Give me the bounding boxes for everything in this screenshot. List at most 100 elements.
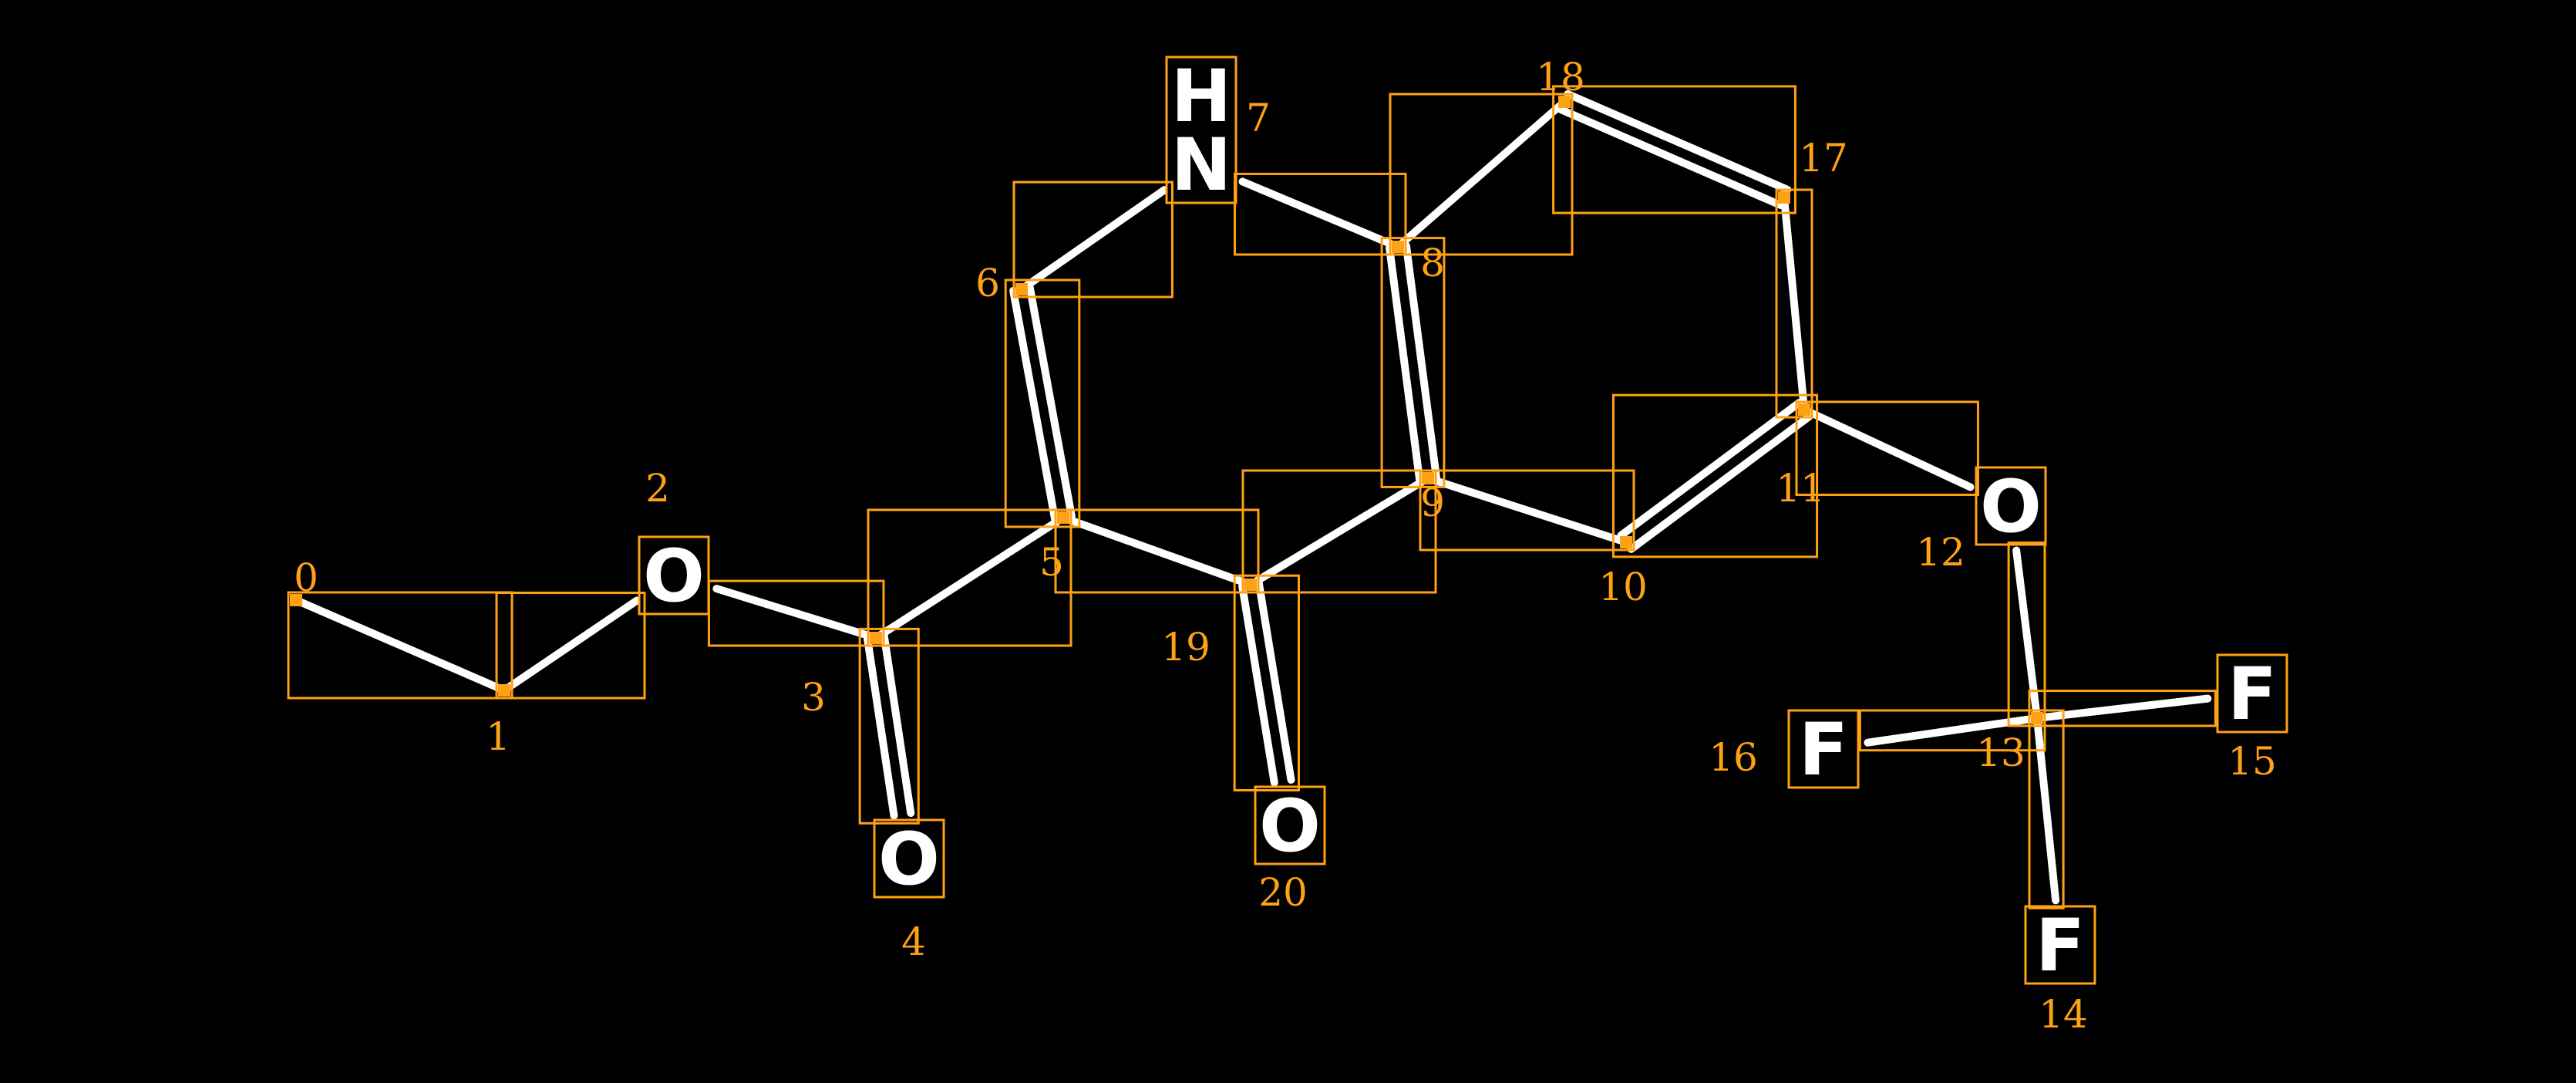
bond-box-8-9 [1380,237,1446,488]
atom-symbol-2: O [643,535,705,619]
atom-box-2 [638,535,710,616]
bond-box-17-11 [1775,188,1813,419]
bond-box-3-5 [867,508,1072,647]
layer-boxes [287,85,2217,909]
bond-10-9 [1424,474,1630,546]
bond-box-3-4 [858,627,920,825]
atom-backing-4 [874,820,944,897]
atom-symbol-14: F [2036,904,2085,988]
atom-box-7 [1165,56,1237,204]
index-label-1: 1 [486,714,510,759]
atom-box-15 [2216,653,2288,734]
bond-0-1 [292,596,508,694]
atom-symbol-16: F [1799,708,1848,792]
bond-box-0-1 [287,591,514,700]
index-label-13: 13 [1976,730,2025,775]
index-label-19: 19 [1161,625,1211,670]
atom-backing-2 [639,537,709,614]
atom-backing-16 [1789,710,1858,788]
index-label-6: 6 [975,261,1000,305]
bond-18-17-line2 [1564,89,1792,194]
bond-box-9-19 [1241,469,1437,594]
bond-box-13-14 [2028,709,2065,909]
bond-3-4-line2 [880,633,915,818]
index-label-9: 9 [1420,481,1445,525]
atom-marker-3 [870,632,882,644]
atom-marker-17 [1778,191,1790,204]
index-label-12: 12 [1916,530,1965,575]
bond-box-19-20 [1233,574,1300,792]
bond-5-6-line2 [1009,286,1059,523]
index-label-5: 5 [1039,540,1064,585]
bond-2-3 [712,585,880,642]
bond-11-12 [1800,406,1975,491]
atom-box-4 [873,818,945,899]
bond-box-10-9 [1419,469,1635,552]
bond-12-13 [2012,546,2041,722]
atom-symbol-20: O [1259,784,1321,869]
bond-19-20-line1 [1238,582,1278,787]
bond-11-10-line1 [1617,399,1803,540]
bond-3-4-line1 [864,635,898,820]
index-label-17: 17 [1799,136,1848,180]
bond-17-11 [1780,194,1808,413]
index-label-4: 4 [901,919,926,964]
atom-box-12 [1975,466,2047,546]
atom-hydrogen-7: H [1171,55,1232,139]
atom-marker-1 [498,684,510,697]
atom-backing-7 [1167,57,1236,203]
layer-bonds [292,89,2212,905]
bond-box-13-16 [1858,709,2046,752]
atom-box-14 [2024,905,2096,985]
bond-19-20-line2 [1254,579,1295,784]
bond-box-12-13 [2007,542,2046,727]
index-label-16: 16 [1709,735,1758,780]
atom-symbol-12: O [1980,465,2042,549]
atom-box-16 [1787,709,1860,789]
atom-backing-15 [2217,655,2287,732]
bond-13-14 [2033,714,2060,905]
atom-backing-14 [2025,906,2095,983]
atom-marker-9 [1422,472,1434,484]
bond-7-8 [1238,177,1402,251]
bond-18-17-line1 [1557,106,1785,210]
index-label-8: 8 [1420,241,1445,285]
index-label-2: 2 [645,466,670,511]
index-label-3: 3 [801,675,826,720]
bond-box-13-15 [2028,690,2217,727]
atom-marker-10 [1620,536,1632,548]
bond-3-5 [872,514,1067,642]
bond-box-1-2 [495,592,646,700]
atom-marker-11 [1798,403,1810,416]
index-label-15: 15 [2227,739,2277,784]
atom-marker-5 [1057,511,1069,524]
atom-marker-18 [1558,96,1571,108]
atom-symbol-7: N [1171,123,1232,207]
atom-marker-19 [1244,579,1257,591]
bond-5-6-line1 [1025,284,1076,521]
bond-11-10-line2 [1627,412,1813,553]
index-label-7: 7 [1246,96,1271,140]
atom-box-20 [1254,785,1326,865]
bond-1-2 [500,596,641,694]
atom-symbol-15: F [2227,653,2277,737]
atom-symbol-4: O [878,818,940,902]
bond-box-19-5 [1054,508,1260,594]
layer-backing [639,57,2287,983]
bond-box-8-18 [1389,93,1574,256]
bond-box-18-17 [1552,85,1796,214]
bond-8-9-line2 [1402,241,1440,481]
atom-backing-20 [1255,787,1325,864]
layer-atoms: O O NH O F F F O [290,55,2288,988]
bond-6-7 [1018,186,1169,293]
index-label-0: 0 [294,555,318,600]
bond-box-6-7 [1012,180,1174,299]
bond-13-15 [2033,694,2212,722]
bond-8-18 [1394,98,1568,251]
index-label-11: 11 [1776,466,1825,511]
atom-marker-13 [2031,712,2043,724]
bond-8-9-line1 [1386,244,1424,484]
